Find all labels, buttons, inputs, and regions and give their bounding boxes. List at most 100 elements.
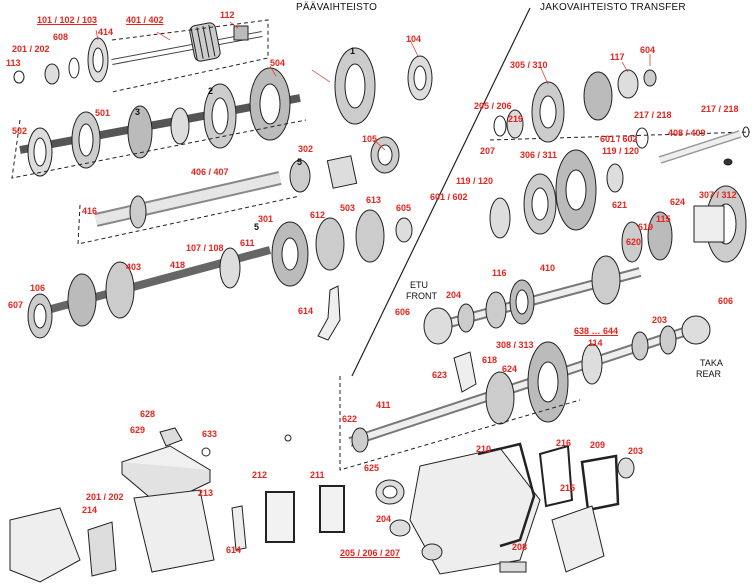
front-output-row [423,255,642,345]
part-label: 217 / 218 [634,110,672,120]
section-divider [351,7,531,377]
part-label: 503 [340,203,356,213]
part-label: 614 [226,545,242,555]
part-label: 612 [310,210,326,220]
part-label: 301 [258,214,274,224]
part-label: 401 / 402 [126,15,164,25]
part-label: 101 / 102 / 103 [37,15,98,25]
part-label: 613 [366,195,382,205]
part-label: 210 [476,444,492,454]
part-label: 308 / 313 [496,340,534,350]
part-label: 606 [718,296,734,306]
part-label: 212 [252,470,268,480]
position-number: 3 [135,107,141,117]
part-label: 305 / 310 [510,60,548,70]
part-label: 208 [512,542,528,552]
part-label: 625 [364,463,380,473]
part-label: 115 [656,214,671,224]
part-label: 119 / 120 [456,176,494,186]
leader-lines [95,21,651,151]
part-label: 201 / 202 [86,492,124,502]
part-label: 209 [590,440,606,450]
part-label: 214 [82,505,98,515]
part-label: 611 [240,238,255,248]
part-label: 204 [376,514,392,524]
part-label: 217 / 218 [701,104,739,114]
part-label: 633 [202,429,218,439]
part-label: 203 [628,446,644,456]
transfer-housings [375,442,635,575]
part-label: 624 [670,197,686,207]
part-label: 620 [626,237,642,247]
part-label: 204 [446,290,462,300]
part-label: 622 [342,414,358,424]
position-number: 5 [254,222,260,232]
part-label: 501 [95,108,111,118]
part-label: 411 [376,400,391,410]
transfer-upper-row [489,69,751,166]
part-label: 410 [540,263,556,273]
input-shaft-row [13,19,269,93]
main-gearbox-housings [9,427,345,583]
part-label: 504 [270,58,286,68]
part-label: 621 [612,200,628,210]
part-label: 614 [298,306,314,316]
part-label: 216 [556,438,572,448]
lower-gear-row [27,209,413,341]
part-label: 106 [30,283,46,293]
countershaft-row [77,136,400,245]
part-label: 628 [140,409,156,419]
part-label: 623 [432,370,448,380]
part-label: 306 / 311 [520,150,558,160]
part-label: 403 [126,262,142,272]
part-label: 104 [406,34,422,44]
part-label: 605 [396,203,412,213]
part-label: 302 [298,144,314,154]
front-label-en: FRONT [406,291,437,301]
part-label: 114 [588,338,603,348]
part-label: 619 [638,222,654,232]
part-label: 408 / 409 [668,128,706,138]
part-label: 112 [220,10,235,20]
transfer-heading: JAKOVAIHTEISTO TRANSFER [540,2,686,13]
rear-output-row [339,315,711,471]
front-label-fi: ETU [410,280,428,290]
part-label: 307 / 312 [699,190,737,200]
part-label: 207 [480,146,496,156]
part-label: 211 [310,470,325,480]
position-number: 1 [350,46,356,56]
rear-label-en: REAR [696,369,722,379]
part-label: 418 [170,260,186,270]
main-shaft-row [11,47,433,179]
part-label: 406 / 407 [191,167,229,177]
part-label: 219 [508,114,524,124]
main-gearbox-heading: PÄÄVAIHTEISTO [296,2,378,13]
part-label: 608 [53,32,69,42]
part-label: 502 [12,126,28,136]
part-label: 116 [492,268,507,278]
transfer-middle-row [489,149,747,263]
position-number: 2 [208,86,214,96]
part-label: 113 [6,58,21,68]
part-label: 629 [130,425,146,435]
part-label: 213 [198,488,214,498]
part-label: 205 / 206 / 207 [340,548,401,558]
part-label: 604 [640,45,656,55]
part-label: 205 / 206 [474,101,512,111]
part-label: 117 [610,52,625,62]
part-label: 119 / 120 [602,146,640,156]
part-label: 618 [482,355,498,365]
part-label: 607 [8,300,24,310]
part-label: 606 [395,307,411,317]
part-label: 624 [502,364,518,374]
part-label: 416 [82,206,98,216]
rear-label-fi: TAKA [700,358,723,368]
position-number: 5 [297,157,303,167]
part-label: 107 / 108 [186,243,224,253]
part-label: 414 [98,27,114,37]
part-label: 203 [652,315,668,325]
part-label: 105 [362,134,378,144]
part-label: 201 / 202 [12,44,50,54]
